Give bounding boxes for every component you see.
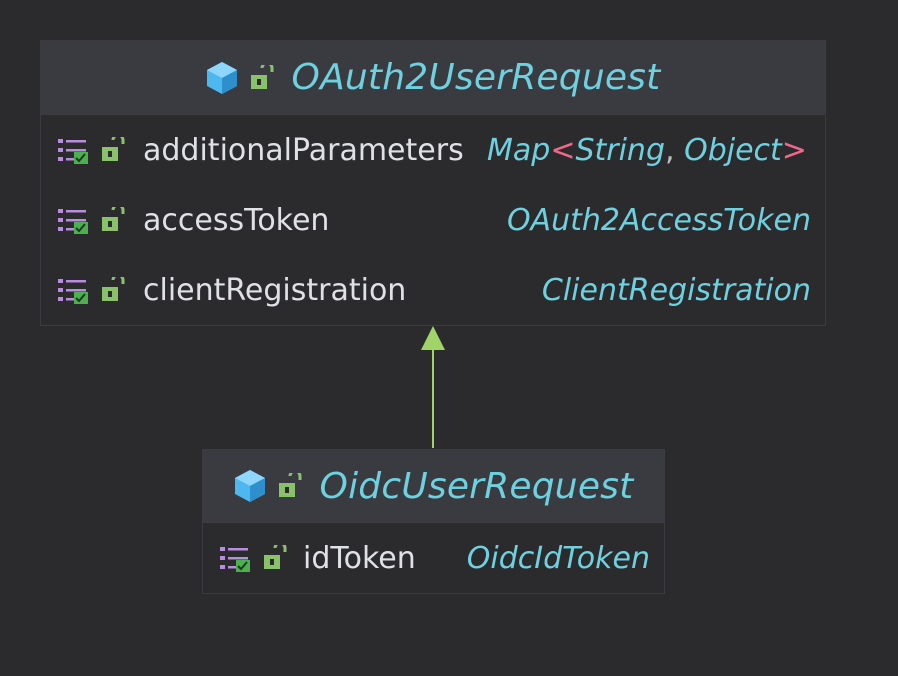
field-type: Map<String, Object>: [487, 133, 807, 168]
public-lock-icon: [102, 277, 125, 301]
field-icon: [58, 279, 88, 304]
class-box-oidcuserrequest[interactable]: OidcUserRequest idToken OidcIdToken: [202, 449, 665, 594]
field-type: OAuth2AccessToken: [506, 203, 811, 238]
type-bracket-close: >: [781, 133, 807, 168]
field-name: clientRegistration: [143, 273, 407, 308]
field-row-additionalparameters[interactable]: additionalParameters Map<String, Object>: [41, 115, 825, 185]
field-name: idToken: [303, 541, 416, 576]
type-base: Map: [487, 133, 551, 168]
class-box-oauth2userrequest[interactable]: OAuth2UserRequest additionalParameters M…: [40, 40, 826, 326]
field-name: additionalParameters: [143, 133, 464, 168]
public-lock-icon: [102, 207, 125, 231]
field-icon: [220, 547, 250, 572]
public-lock-icon: [278, 473, 302, 497]
field-type: OidcIdToken: [466, 541, 650, 576]
class-header: OAuth2UserRequest: [41, 41, 825, 115]
type-bracket-open: <: [550, 133, 576, 168]
field-icon: [58, 209, 88, 234]
field-row-accesstoken[interactable]: accessToken OAuth2AccessToken: [41, 185, 825, 255]
class-icon: [234, 470, 265, 502]
field-row-clientregistration[interactable]: clientRegistration ClientRegistration: [41, 255, 825, 325]
class-header: OidcUserRequest: [203, 450, 664, 523]
class-icon: [206, 61, 237, 94]
field-name: accessToken: [143, 203, 330, 238]
field-row-idtoken[interactable]: idToken OidcIdToken: [203, 523, 664, 593]
type-separator: ,: [664, 133, 675, 168]
public-lock-icon: [250, 64, 274, 89]
type-arg: Object: [684, 133, 782, 168]
class-name: OidcUserRequest: [319, 465, 634, 507]
public-lock-icon: [264, 545, 287, 569]
field-type: ClientRegistration: [541, 273, 811, 308]
public-lock-icon: [102, 137, 125, 161]
type-arg: String: [575, 133, 665, 168]
class-name: OAuth2UserRequest: [291, 57, 661, 98]
field-icon: [58, 139, 88, 164]
